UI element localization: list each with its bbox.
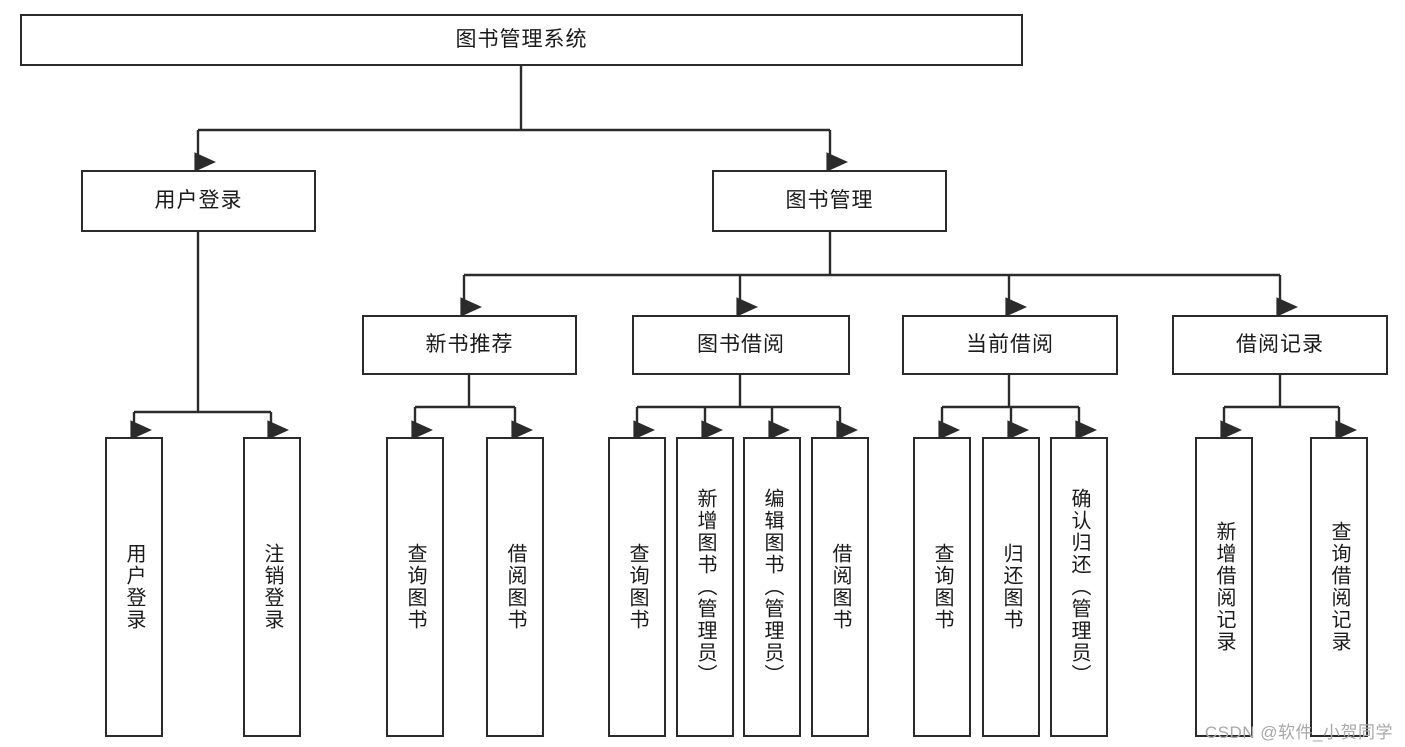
- leaf-cur-return[interactable]: 归还图书: [982, 437, 1040, 737]
- node-root[interactable]: 图书管理系统: [20, 14, 1023, 66]
- leaf-rec-query[interactable]: 查询图书: [386, 437, 444, 737]
- leaf-rec-add[interactable]: 新增借阅记录: [1195, 437, 1253, 737]
- leaf-rec-borrow[interactable]: 借阅图书: [486, 437, 544, 737]
- leaf-borrow-query[interactable]: 查询图书: [608, 437, 666, 737]
- leaf-borrow-do[interactable]: 借阅图书: [811, 437, 869, 737]
- leaf-borrow-add[interactable]: 新增图书（管理员）: [676, 437, 734, 737]
- leaf-borrow-edit[interactable]: 编辑图书（管理员）: [743, 437, 801, 737]
- node-current-borrow[interactable]: 当前借阅: [902, 315, 1118, 375]
- node-book-manage[interactable]: 图书管理: [712, 170, 947, 232]
- leaf-rec-search[interactable]: 查询借阅记录: [1310, 437, 1368, 737]
- leaf-cur-query[interactable]: 查询图书: [913, 437, 971, 737]
- node-new-book-rec[interactable]: 新书推荐: [362, 315, 577, 375]
- leaf-user-logout[interactable]: 注销登录: [243, 437, 301, 737]
- node-book-borrow[interactable]: 图书借阅: [632, 315, 850, 375]
- leaf-cur-confirm[interactable]: 确认归还（管理员）: [1050, 437, 1108, 737]
- node-borrow-record[interactable]: 借阅记录: [1172, 315, 1388, 375]
- node-user-login[interactable]: 用户登录: [81, 170, 316, 232]
- leaf-user-login[interactable]: 用户登录: [105, 437, 163, 737]
- csdn-watermark: CSDN @软件_小贺同学: [1204, 723, 1393, 742]
